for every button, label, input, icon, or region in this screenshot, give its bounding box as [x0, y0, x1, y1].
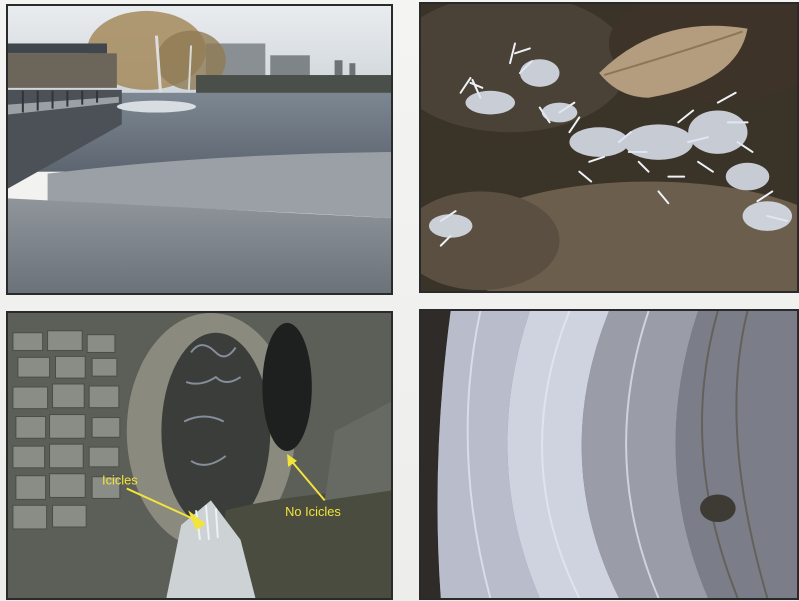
photo-river-walkway	[6, 4, 393, 295]
icicles-arrow	[126, 487, 206, 530]
ice-texture	[421, 311, 797, 598]
icicles-label: Icicles	[102, 473, 138, 488]
photo-layered-ice	[419, 309, 799, 600]
frost-scene	[421, 4, 797, 291]
photo-frost-needles	[419, 2, 799, 293]
river-scene	[8, 6, 391, 293]
culvert-scene: Icicles No Icicles	[8, 313, 391, 598]
no-icicles-label: No Icicles	[285, 504, 341, 519]
photo-culvert: Icicles No Icicles	[6, 311, 393, 600]
no-icicles-arrow	[287, 454, 326, 502]
